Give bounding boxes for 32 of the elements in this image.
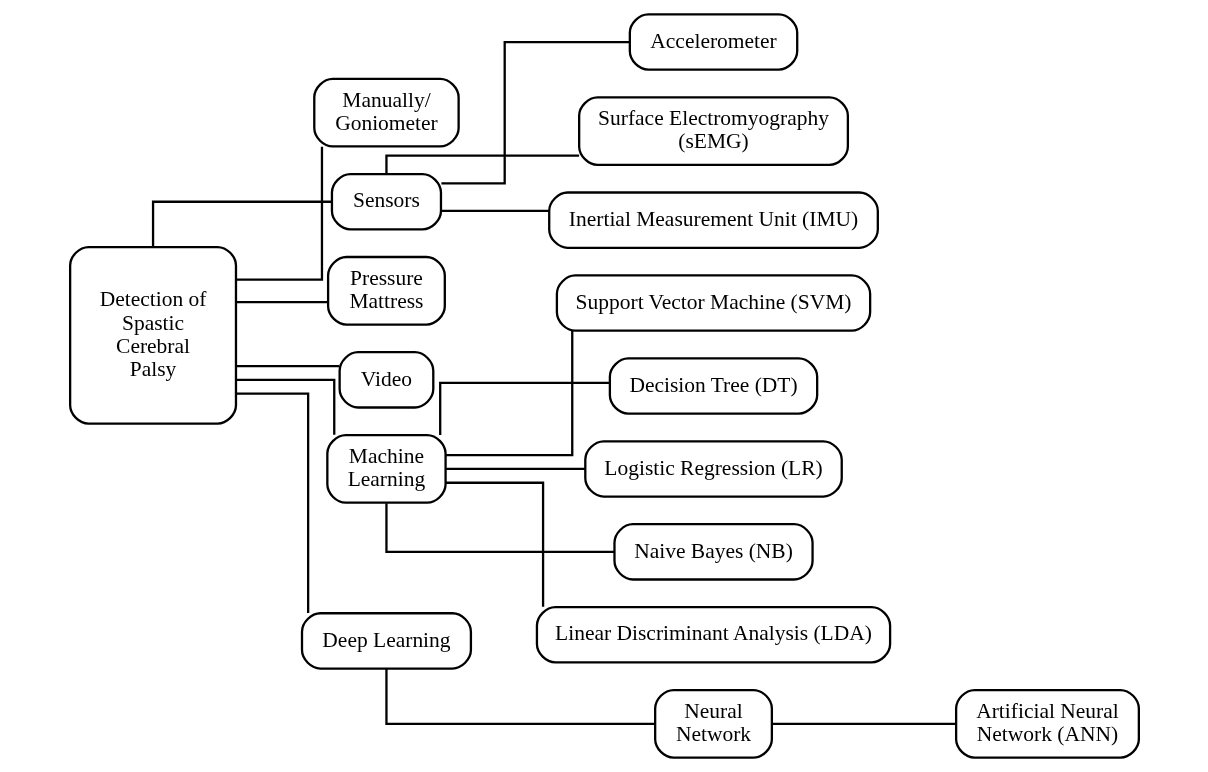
- connector: [445, 467, 585, 471]
- connector: [384, 668, 655, 725]
- node-box: Decision Tree (DT): [608, 357, 818, 415]
- node-box: Neural Network: [653, 688, 773, 759]
- connector: [440, 209, 549, 213]
- connector: [438, 381, 610, 435]
- node-box: Inertial Measurement Unit (IMU): [547, 191, 879, 249]
- node-box: Naive Bayes (NB): [612, 523, 814, 581]
- node-box: Linear Discriminant Analysis (LDA): [535, 605, 891, 664]
- node-box: Deep Learning: [300, 612, 472, 670]
- connector: [235, 300, 328, 304]
- connector: [151, 200, 332, 247]
- node-box: Sensors: [330, 172, 442, 231]
- node-box: Detection of Spastic Cerebral Palsy: [68, 245, 237, 425]
- connector: [235, 146, 323, 281]
- connector: [235, 392, 309, 613]
- connector: [445, 481, 544, 607]
- node-box: Logistic Regression (LR): [583, 440, 843, 498]
- connector: [235, 364, 339, 368]
- node-box: Artificial Neural Network (ANN): [954, 688, 1140, 759]
- connector: [445, 330, 573, 457]
- connector: [384, 503, 614, 553]
- node-box: Surface Electromyography (sEMG): [577, 96, 849, 167]
- connector: [235, 378, 335, 435]
- connector: [440, 40, 630, 185]
- node-box: Machine Learning: [325, 434, 447, 504]
- node-box: Pressure Mattress: [326, 255, 446, 326]
- node-box: Video: [337, 351, 434, 409]
- node-box: Manually/ Goniometer: [312, 77, 460, 148]
- node-box: Support Vector Machine (SVM): [555, 274, 871, 332]
- connector: [771, 722, 956, 725]
- node-box: Accelerometer: [628, 13, 798, 71]
